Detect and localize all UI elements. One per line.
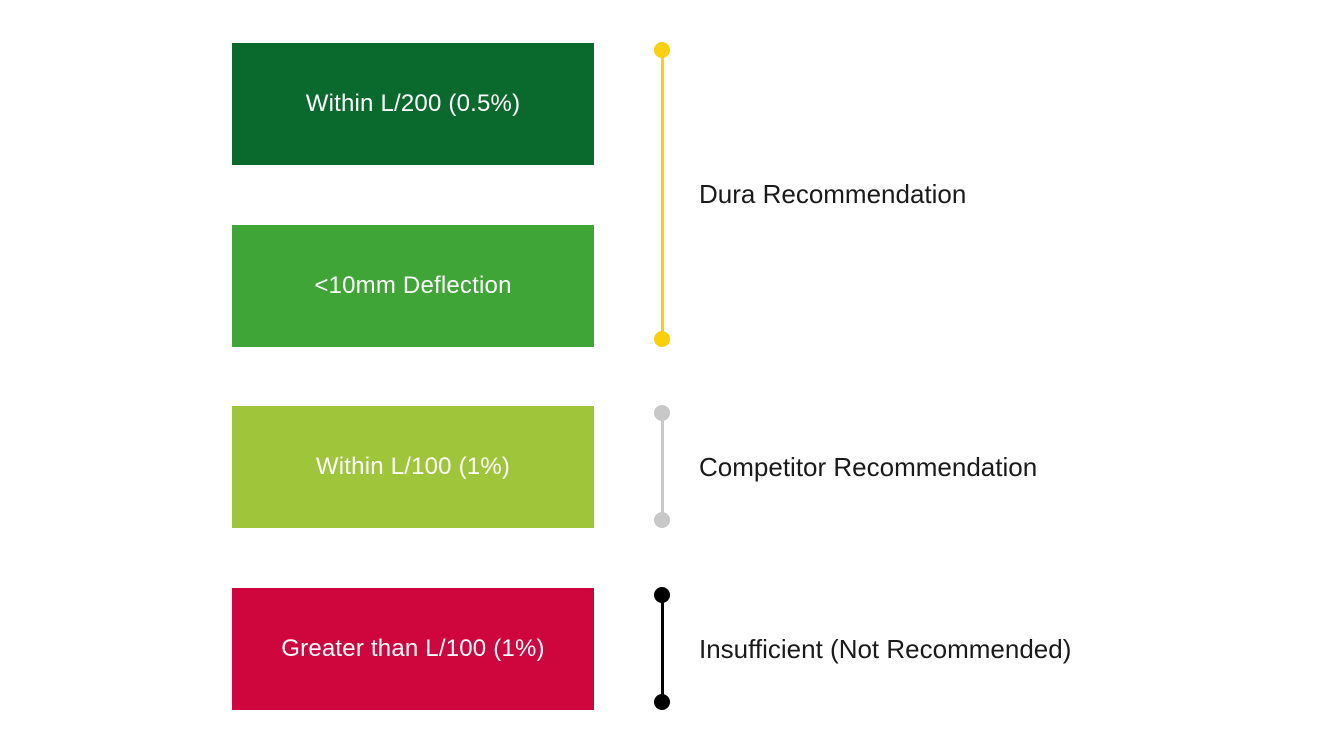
deflection-box-label: <10mm Deflection bbox=[314, 272, 512, 299]
deflection-box-l200: Within L/200 (0.5%) bbox=[232, 43, 594, 165]
bracket-dot-top bbox=[654, 42, 670, 58]
bracket-line bbox=[660, 49, 664, 340]
bracket-insufficient bbox=[654, 587, 670, 710]
deflection-box-10mm: <10mm Deflection bbox=[232, 225, 594, 347]
bracket-line bbox=[660, 594, 664, 703]
deflection-box-l100: Within L/100 (1%) bbox=[232, 406, 594, 528]
bracket-dot-top bbox=[654, 405, 670, 421]
bracket-dot-top bbox=[654, 587, 670, 603]
deflection-box-greater-l100: Greater than L/100 (1%) bbox=[232, 588, 594, 710]
group-label-competitor-recommendation: Competitor Recommendation bbox=[699, 452, 1038, 482]
bracket-dot-bottom bbox=[654, 694, 670, 710]
deflection-box-label: Within L/200 (0.5%) bbox=[305, 90, 521, 117]
deflection-box-label: Within L/100 (1%) bbox=[315, 453, 511, 480]
group-label-dura-recommendation: Dura Recommendation bbox=[699, 179, 967, 209]
group-label-insufficient: Insufficient (Not Recommended) bbox=[699, 634, 1072, 664]
deflection-box-label: Greater than L/100 (1%) bbox=[281, 635, 545, 662]
bracket-dot-bottom bbox=[654, 512, 670, 528]
bracket-dot-bottom bbox=[654, 331, 670, 347]
bracket-line bbox=[660, 412, 664, 521]
bracket-competitor-recommendation bbox=[654, 405, 670, 528]
bracket-dura-recommendation bbox=[654, 42, 670, 347]
